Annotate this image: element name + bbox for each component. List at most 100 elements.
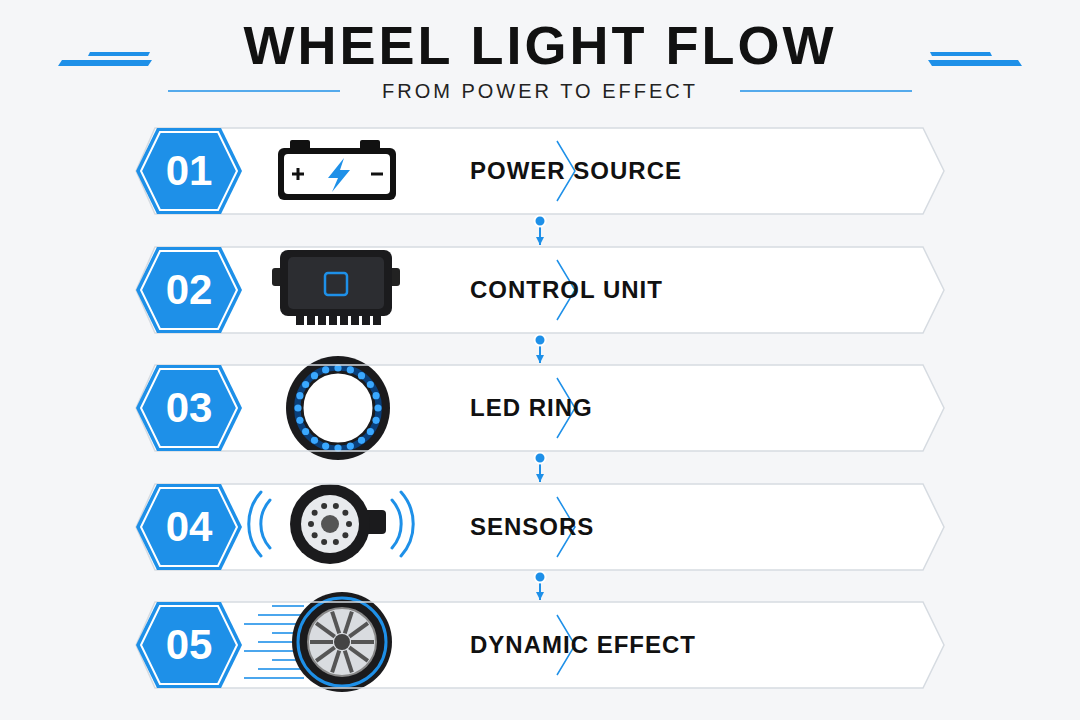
step-panel: SENSORS 04 <box>135 483 945 571</box>
led-dot <box>358 372 365 379</box>
sensor-body <box>290 484 370 564</box>
sensor-holes <box>308 503 352 545</box>
pin <box>362 316 370 325</box>
led-ring-icon <box>286 356 390 460</box>
panel-fill <box>136 247 944 333</box>
step-label: DYNAMIC EFFECT <box>470 631 696 659</box>
hexagon-fill <box>136 602 242 688</box>
speed-line <box>258 614 304 616</box>
subtitle-rule <box>168 90 340 92</box>
sensor-hole <box>321 539 327 545</box>
led-dot <box>311 372 318 379</box>
signal-waves <box>392 492 413 556</box>
spoke <box>351 640 374 644</box>
status-light <box>325 273 347 295</box>
rim <box>308 608 376 676</box>
pin <box>307 316 315 325</box>
pin <box>296 316 304 325</box>
pin <box>318 316 326 325</box>
spoke <box>310 640 333 644</box>
step-panel: CONTROL UNIT02 <box>135 246 945 334</box>
wheel-spokes <box>310 612 374 673</box>
led-dot <box>347 366 354 373</box>
panel-outline <box>136 602 944 688</box>
step-number-hexagon: 01 <box>135 127 243 215</box>
led-dot <box>322 366 329 373</box>
connector-dot <box>535 453 546 464</box>
ring-outer <box>286 356 390 460</box>
step-label: POWER SOURCE <box>470 157 682 185</box>
flow-connector <box>535 572 546 601</box>
sensor-hole <box>342 510 348 516</box>
led-dot <box>322 442 329 449</box>
spoke <box>316 647 335 661</box>
pin <box>351 316 359 325</box>
step-number: 05 <box>135 601 243 689</box>
hexagon-fill <box>136 484 242 570</box>
step-number-hexagon: 04 <box>135 483 243 571</box>
step-number: 02 <box>135 246 243 334</box>
sensor-hole <box>342 532 348 538</box>
spoke <box>349 647 368 661</box>
led-dot <box>311 437 318 444</box>
pin <box>373 316 381 325</box>
sensor-hub <box>321 515 339 533</box>
signal-waves <box>249 492 270 556</box>
spoke <box>316 623 335 637</box>
title-dash <box>930 52 992 56</box>
sensor-hole <box>346 521 352 527</box>
panel-outline <box>136 484 944 570</box>
led-dot <box>296 392 303 399</box>
flow-connector <box>535 216 546 246</box>
panel-outline <box>136 247 944 333</box>
connector-dot <box>535 335 546 346</box>
hexagon-fill <box>136 365 242 451</box>
led-dot <box>302 381 309 388</box>
panel-fill <box>136 602 944 688</box>
sensor-face <box>301 495 359 553</box>
sensor-hole <box>321 503 327 509</box>
glow-rim <box>298 598 386 686</box>
spoke <box>345 612 352 634</box>
connector-dot <box>535 216 546 227</box>
plus-sign <box>292 168 304 180</box>
speed-line <box>244 623 304 625</box>
led-dot <box>367 428 374 435</box>
spoke <box>349 623 368 637</box>
led-dot <box>296 417 303 424</box>
diagram-title: WHEEL LIGHT FLOW <box>0 14 1080 76</box>
flow-connector <box>535 335 546 364</box>
title-dash <box>88 52 150 56</box>
ring-band <box>294 364 382 452</box>
step-number-hexagon: 05 <box>135 601 243 689</box>
control-box <box>280 250 392 316</box>
spoke <box>332 612 339 634</box>
hexagon-fill <box>136 247 242 333</box>
speed-line <box>272 605 304 607</box>
wheel-icon <box>244 592 392 692</box>
sensor-hole <box>312 532 318 538</box>
led-dot <box>374 404 381 411</box>
connector-pins <box>296 316 381 325</box>
led-dot <box>372 417 379 424</box>
step-label: SENSORS <box>470 513 594 541</box>
panel-fill <box>136 128 944 214</box>
connector-dot <box>535 572 546 583</box>
sensor-hole <box>308 521 314 527</box>
panel-outline <box>136 365 944 451</box>
battery-face <box>284 154 390 194</box>
minus-sign <box>371 173 383 176</box>
step-panel: POWER SOURCE 01 <box>135 127 945 215</box>
tire <box>292 592 392 692</box>
sensor-icon <box>249 484 413 564</box>
wheel-hub <box>334 634 350 650</box>
ring-inner <box>302 372 374 444</box>
speed-line <box>258 668 304 670</box>
step-number: 01 <box>135 127 243 215</box>
step-panel: DYNAMIC EFFECT 05 <box>135 601 945 689</box>
led-dot <box>358 437 365 444</box>
led-dot <box>294 404 301 411</box>
title-dash <box>58 60 152 66</box>
control-lid <box>288 257 384 309</box>
